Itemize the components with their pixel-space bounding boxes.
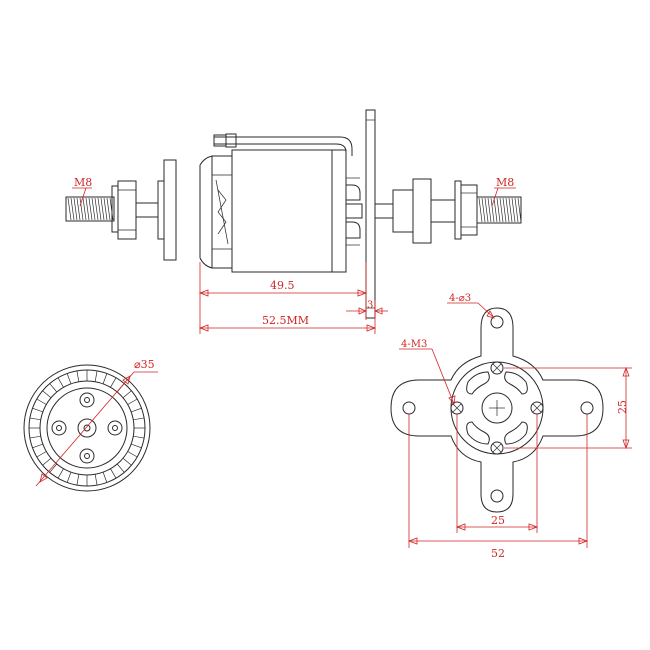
dim-mount-holes: 4-⌀3	[449, 293, 471, 304]
dim-height-25: 25	[616, 400, 629, 414]
front-mount-holes	[51, 392, 123, 464]
lead-wires	[213, 133, 353, 156]
dim-mount-thickness: 3	[367, 300, 373, 311]
left-threaded-shaft	[65, 159, 177, 261]
mount-view: 4-⌀3 4-M3 25 25 52	[390, 293, 632, 560]
front-view: ⌀35	[23, 358, 158, 492]
thread-label-left: M8	[74, 176, 92, 189]
dim-width-25: 25	[491, 514, 505, 527]
side-dimensions: 49.5 3 52.5MM	[198, 262, 388, 334]
mounting-plate-side	[365, 109, 376, 319]
right-threaded-shaft	[374, 178, 522, 244]
dim-motor-screws: 4-M3	[401, 339, 427, 350]
mount-slots	[466, 371, 528, 445]
side-view: M8 M8 49.5 3 52.5MM	[65, 109, 522, 334]
thread-label-right: M8	[496, 176, 514, 189]
dim-body-length: 49.5	[270, 279, 295, 292]
dim-diameter: ⌀35	[134, 358, 155, 371]
dim-width-52: 52	[491, 547, 505, 560]
motor-body	[199, 149, 363, 273]
dim-total-length: 52.5MM	[262, 314, 309, 327]
